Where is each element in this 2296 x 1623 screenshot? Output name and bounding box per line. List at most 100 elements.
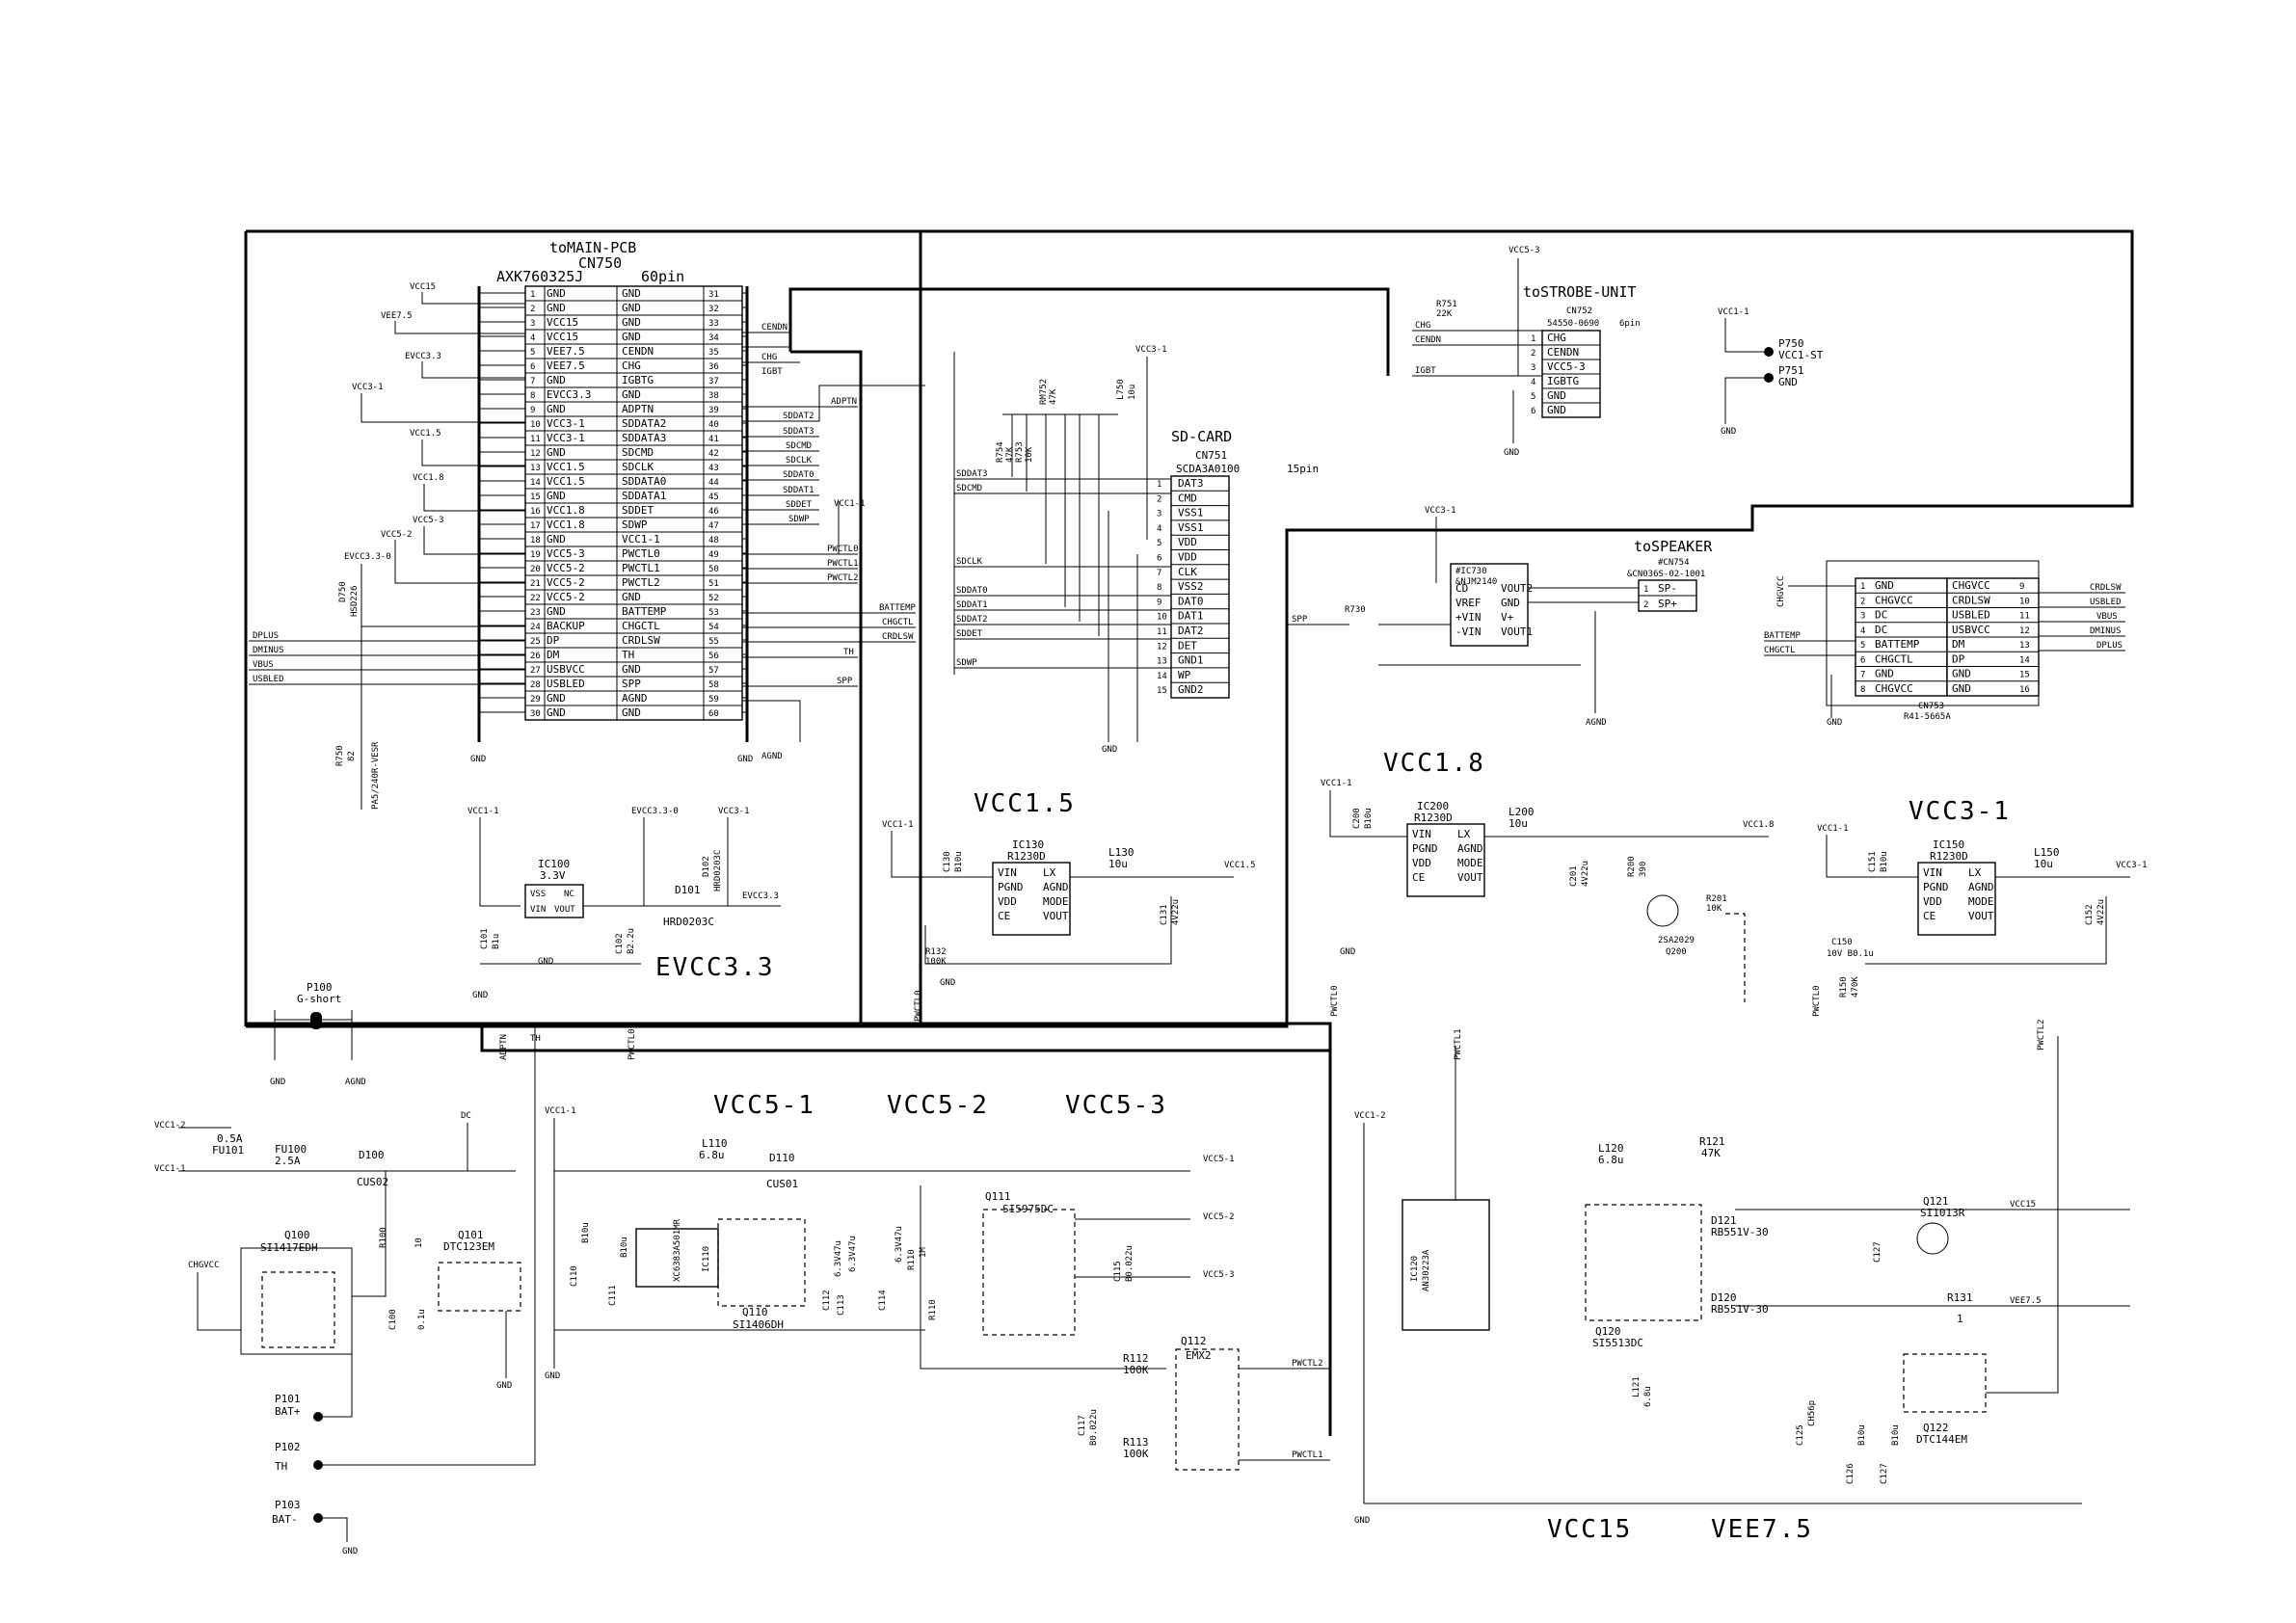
- cn750-pin-name: VCC5-2: [547, 576, 585, 589]
- svg-text:CRDLSW: CRDLSW: [2090, 583, 2122, 593]
- cn751-pin-name: CLK: [1178, 566, 1197, 578]
- vcc1-5-section: VCC1.5 VCC1-1 C130 B10u IC130 R1230D VIN…: [882, 789, 1256, 1022]
- cn751-pin-number: 15: [1157, 686, 1167, 696]
- ic730-pins-pin: GND: [1501, 597, 1520, 609]
- svg-text:C151: C151: [1868, 851, 1878, 872]
- cn754-pin-number: 2: [1643, 600, 1648, 610]
- svg-text:EVCC3.3-0: EVCC3.3-0: [344, 552, 391, 562]
- cn750-pin-name: DP: [547, 634, 560, 647]
- svg-text:TH: TH: [843, 648, 854, 657]
- svg-text:Q110: Q110: [742, 1306, 768, 1318]
- svg-text:SI1417EDH: SI1417EDH: [260, 1241, 318, 1254]
- ic730-pins-pin: VOUT2: [1501, 582, 1533, 595]
- svg-text:G-short: G-short: [297, 993, 341, 1005]
- svg-text:GND: GND: [545, 1371, 560, 1381]
- svg-text:VEE7.5: VEE7.5: [381, 311, 413, 321]
- svg-text:VEE7.5: VEE7.5: [2010, 1296, 2042, 1306]
- svg-text:VCC1.5: VCC1.5: [1224, 861, 1256, 870]
- svg-text:6.8u: 6.8u: [1598, 1154, 1624, 1166]
- cn753-pin-name: USBLED: [1952, 609, 1990, 622]
- cn750-pin-name: SDDATA0: [622, 475, 666, 488]
- svg-text:10u: 10u: [1108, 858, 1128, 870]
- cn750-pin-number: 31: [708, 290, 719, 300]
- svg-text:CHGCTL: CHGCTL: [1764, 646, 1796, 655]
- svg-text:L750: L750: [1116, 379, 1126, 400]
- cn750-pin-name: SPP: [622, 678, 641, 690]
- cn752-pin-name: CENDN: [1547, 346, 1579, 359]
- svg-text:47K: 47K: [1049, 388, 1058, 405]
- cn750-pin-number: 34: [708, 333, 719, 343]
- svg-text:VCC1-1: VCC1-1: [467, 807, 499, 816]
- svg-text:10u: 10u: [1508, 817, 1528, 830]
- vcc15-title: VCC15: [1547, 1515, 1632, 1544]
- svg-text:EVCC3.3: EVCC3.3: [405, 352, 441, 361]
- cn750-pin-number: 13: [530, 464, 541, 473]
- svg-text:C127: C127: [1880, 1463, 1889, 1484]
- svg-text:SDDET: SDDET: [786, 500, 813, 510]
- q111-box: [982, 1209, 1076, 1336]
- svg-text:CHGCTL: CHGCTL: [882, 618, 914, 627]
- cn750-pin-number: 23: [530, 608, 541, 618]
- svg-text:GND: GND: [1827, 718, 1842, 728]
- svg-text:B0.022u: B0.022u: [1125, 1245, 1135, 1282]
- svg-text:C152: C152: [2085, 904, 2095, 925]
- cn753-pin-number: 12: [2019, 626, 2030, 636]
- ic100-body: [524, 884, 584, 918]
- svg-text:VCC15: VCC15: [2010, 1200, 2036, 1210]
- cn750-pin-number: 53: [708, 608, 719, 618]
- svg-text:SDWP: SDWP: [788, 515, 810, 524]
- svg-text:R750: R750: [335, 745, 345, 766]
- svg-text:SDDAT3: SDDAT3: [956, 469, 988, 479]
- cn750-pin-name: SDWP: [622, 519, 648, 531]
- cn750-pin-name: SDCMD: [622, 446, 654, 459]
- cn753-pin-name: GND: [1952, 668, 1971, 680]
- svg-text:PWCTL2: PWCTL2: [1292, 1359, 1323, 1369]
- cn750-pin-number: 3: [530, 319, 535, 329]
- cn750-pin-number: 27: [530, 666, 541, 676]
- cn750-pin-name: GND: [547, 374, 566, 386]
- svg-text:SDCLK: SDCLK: [786, 456, 813, 466]
- svg-text:P750: P750: [1778, 337, 1804, 350]
- svg-text:R131: R131: [1947, 1291, 1973, 1304]
- svg-text:Q121: Q121: [1923, 1195, 1949, 1208]
- svg-text:#IC730: #IC730: [1455, 567, 1487, 576]
- cn750-pin-name: VCC1.8: [547, 504, 585, 517]
- svg-text:PA5/240R-VESR: PA5/240R-VESR: [371, 741, 381, 810]
- svg-text:Q100: Q100: [284, 1229, 310, 1241]
- svg-text:EMX2: EMX2: [1186, 1349, 1212, 1362]
- svg-text:VCC3-1: VCC3-1: [1135, 345, 1167, 355]
- svg-text:IC130: IC130: [1012, 838, 1044, 851]
- svg-text:R1230D: R1230D: [1007, 850, 1046, 863]
- cn750-pin-name: AGND: [622, 692, 648, 705]
- svg-text:CHGVCC: CHGVCC: [188, 1261, 220, 1270]
- svg-text:IC200: IC200: [1417, 800, 1449, 812]
- cn751-pin-name: VDD: [1178, 551, 1197, 564]
- svg-text:VCC1-1: VCC1-1: [545, 1106, 576, 1116]
- svg-text:6.3V47u: 6.3V47u: [834, 1240, 843, 1277]
- svg-text:R150: R150: [1839, 976, 1849, 998]
- cn750-pin-name: PWCTL0: [622, 547, 660, 560]
- cn750-pin-name: IGBTG: [622, 374, 654, 386]
- cn750-pin-name: PWCTL1: [622, 562, 660, 574]
- battery-input-section: VCC1-2 0.5A FU101 VCC1-1 FU100 2.5A D100…: [154, 1026, 541, 1556]
- cn750-pin-number: 41: [708, 435, 719, 444]
- svg-text:VBUS: VBUS: [2096, 612, 2118, 622]
- svg-text:USBLED: USBLED: [2090, 598, 2122, 607]
- svg-text:VCC1-1: VCC1-1: [882, 820, 914, 830]
- ic150-pins-pin: PGND: [1923, 881, 1949, 893]
- svg-text:P101: P101: [275, 1393, 301, 1405]
- svg-text:2SA2029: 2SA2029: [1658, 936, 1695, 945]
- svg-text:R100: R100: [379, 1227, 388, 1248]
- svg-text:10: 10: [414, 1237, 424, 1248]
- svg-text:AGND: AGND: [761, 752, 783, 761]
- svg-text:VCC1-2: VCC1-2: [1354, 1111, 1386, 1121]
- cn753-pin-number: 2: [1860, 597, 1865, 606]
- cn750-pin-name: GND: [547, 605, 566, 618]
- cn753-pin-name: DM: [1952, 638, 1965, 651]
- svg-text:IGBT: IGBT: [761, 367, 783, 377]
- ic730-pins-pin: V+: [1501, 611, 1514, 624]
- cn750-ref: CN750: [578, 254, 622, 272]
- svg-text:SDDAT3: SDDAT3: [783, 427, 814, 437]
- svg-text:47K: 47K: [1701, 1147, 1721, 1159]
